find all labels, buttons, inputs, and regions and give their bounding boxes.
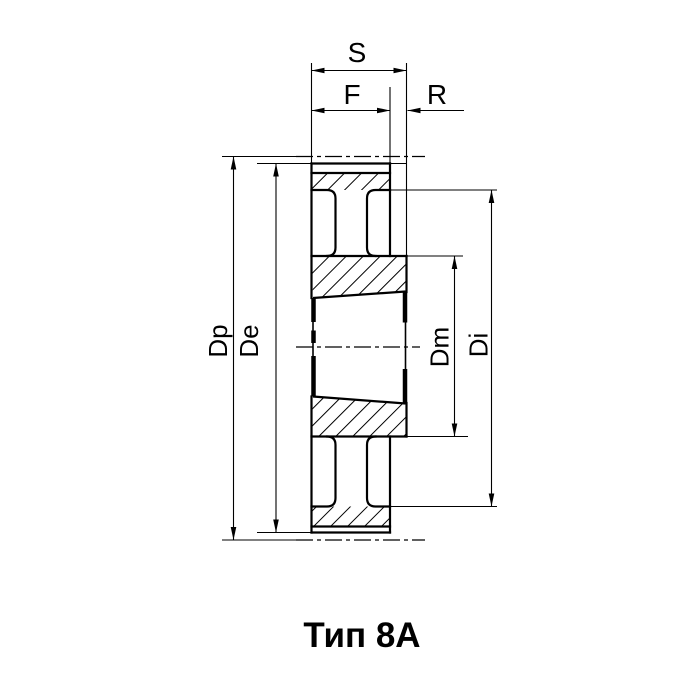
arrow-down-icon [273, 519, 279, 533]
dim-label-dm: Dm [425, 327, 455, 367]
dim-label-r: R [427, 79, 447, 110]
arrow-down-icon [451, 423, 458, 437]
arrow-up-icon [488, 190, 495, 203]
pulley-body-outline [310, 162, 408, 534]
dimension-dp: Dp [203, 156, 237, 540]
dim-label-s: S [348, 37, 367, 68]
dim-label-dp: Dp [203, 324, 233, 357]
arrow-up-icon [230, 156, 237, 170]
arrow-right-icon [377, 107, 390, 114]
arrow-down-icon [230, 527, 237, 540]
extension-lines [222, 63, 497, 541]
arrow-left-icon [311, 107, 325, 114]
dimension-dm: Dm [425, 256, 458, 437]
dim-label-de: De [234, 324, 264, 357]
arrow-down-icon [488, 493, 495, 507]
dim-label-f: F [343, 79, 360, 110]
centerlines [296, 155, 425, 541]
dimension-di: Di [464, 190, 495, 507]
arrow-up-icon [451, 256, 458, 269]
arrow-left-icon [407, 107, 421, 114]
drawing-caption: Тип 8А [303, 616, 420, 655]
arrow-right-icon [393, 67, 407, 74]
dimension-s: S [311, 37, 407, 74]
dim-label-di: Di [464, 333, 494, 358]
section-hatching [311, 173, 407, 527]
taper-bore [311, 290, 408, 405]
dimension-f: F [311, 79, 390, 114]
arrow-left-icon [311, 67, 325, 74]
dimension-de: De [234, 163, 279, 533]
dimension-r: R [407, 79, 464, 114]
arrow-up-icon [273, 163, 279, 177]
